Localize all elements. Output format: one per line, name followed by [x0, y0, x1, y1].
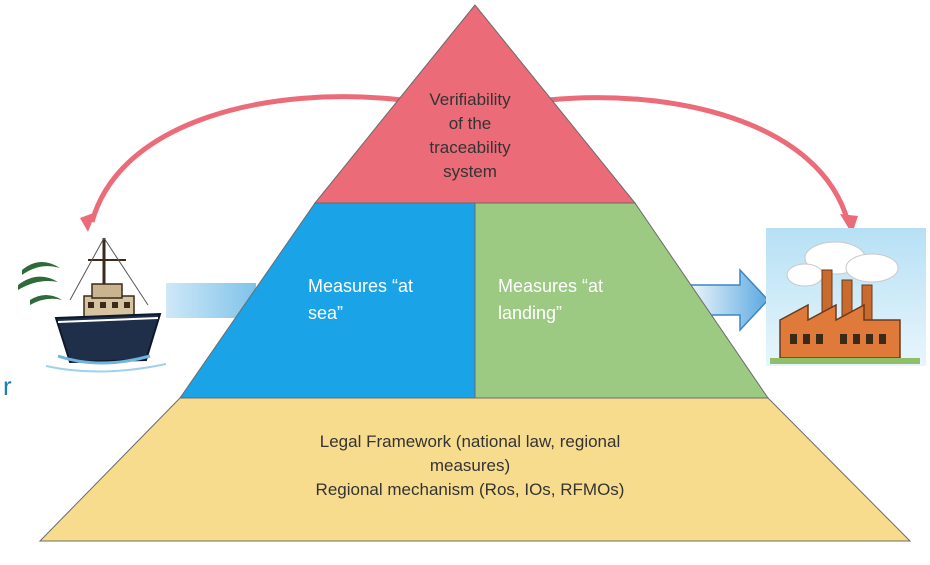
top-tier-label: Verifiability of the traceability system — [395, 88, 545, 184]
base-line: Legal Framework (national law, regional — [319, 432, 621, 451]
curved-arrow-right — [547, 95, 851, 223]
base-line: measures) — [429, 456, 511, 475]
curved-arrow-left — [89, 94, 403, 223]
clipped-text-fragment: r — [3, 371, 12, 401]
base-line: Regional mechanism (Ros, IOs, RFMOs) — [315, 480, 625, 499]
factory-icon — [766, 228, 926, 366]
top-tier-line: Verifiability — [429, 90, 511, 109]
sea-line: Measures “at — [308, 276, 414, 296]
top-tier-line: system — [443, 162, 497, 181]
curved-arrow-left-head — [80, 212, 96, 232]
base-tier-label: Legal Framework (national law, regional … — [250, 430, 690, 502]
landing-line: landing” — [498, 303, 563, 323]
top-tier-line: traceability — [429, 138, 511, 157]
ship-icon — [18, 237, 167, 373]
top-tier-line: of the — [448, 114, 492, 133]
sea-line: sea” — [308, 303, 344, 323]
measures-at-sea-label: Measures “at sea” — [308, 273, 458, 327]
pyramid-base-tier — [38, 397, 912, 542]
landing-line: Measures “at — [498, 276, 604, 296]
measures-at-landing-label: Measures “at landing” — [498, 273, 658, 327]
